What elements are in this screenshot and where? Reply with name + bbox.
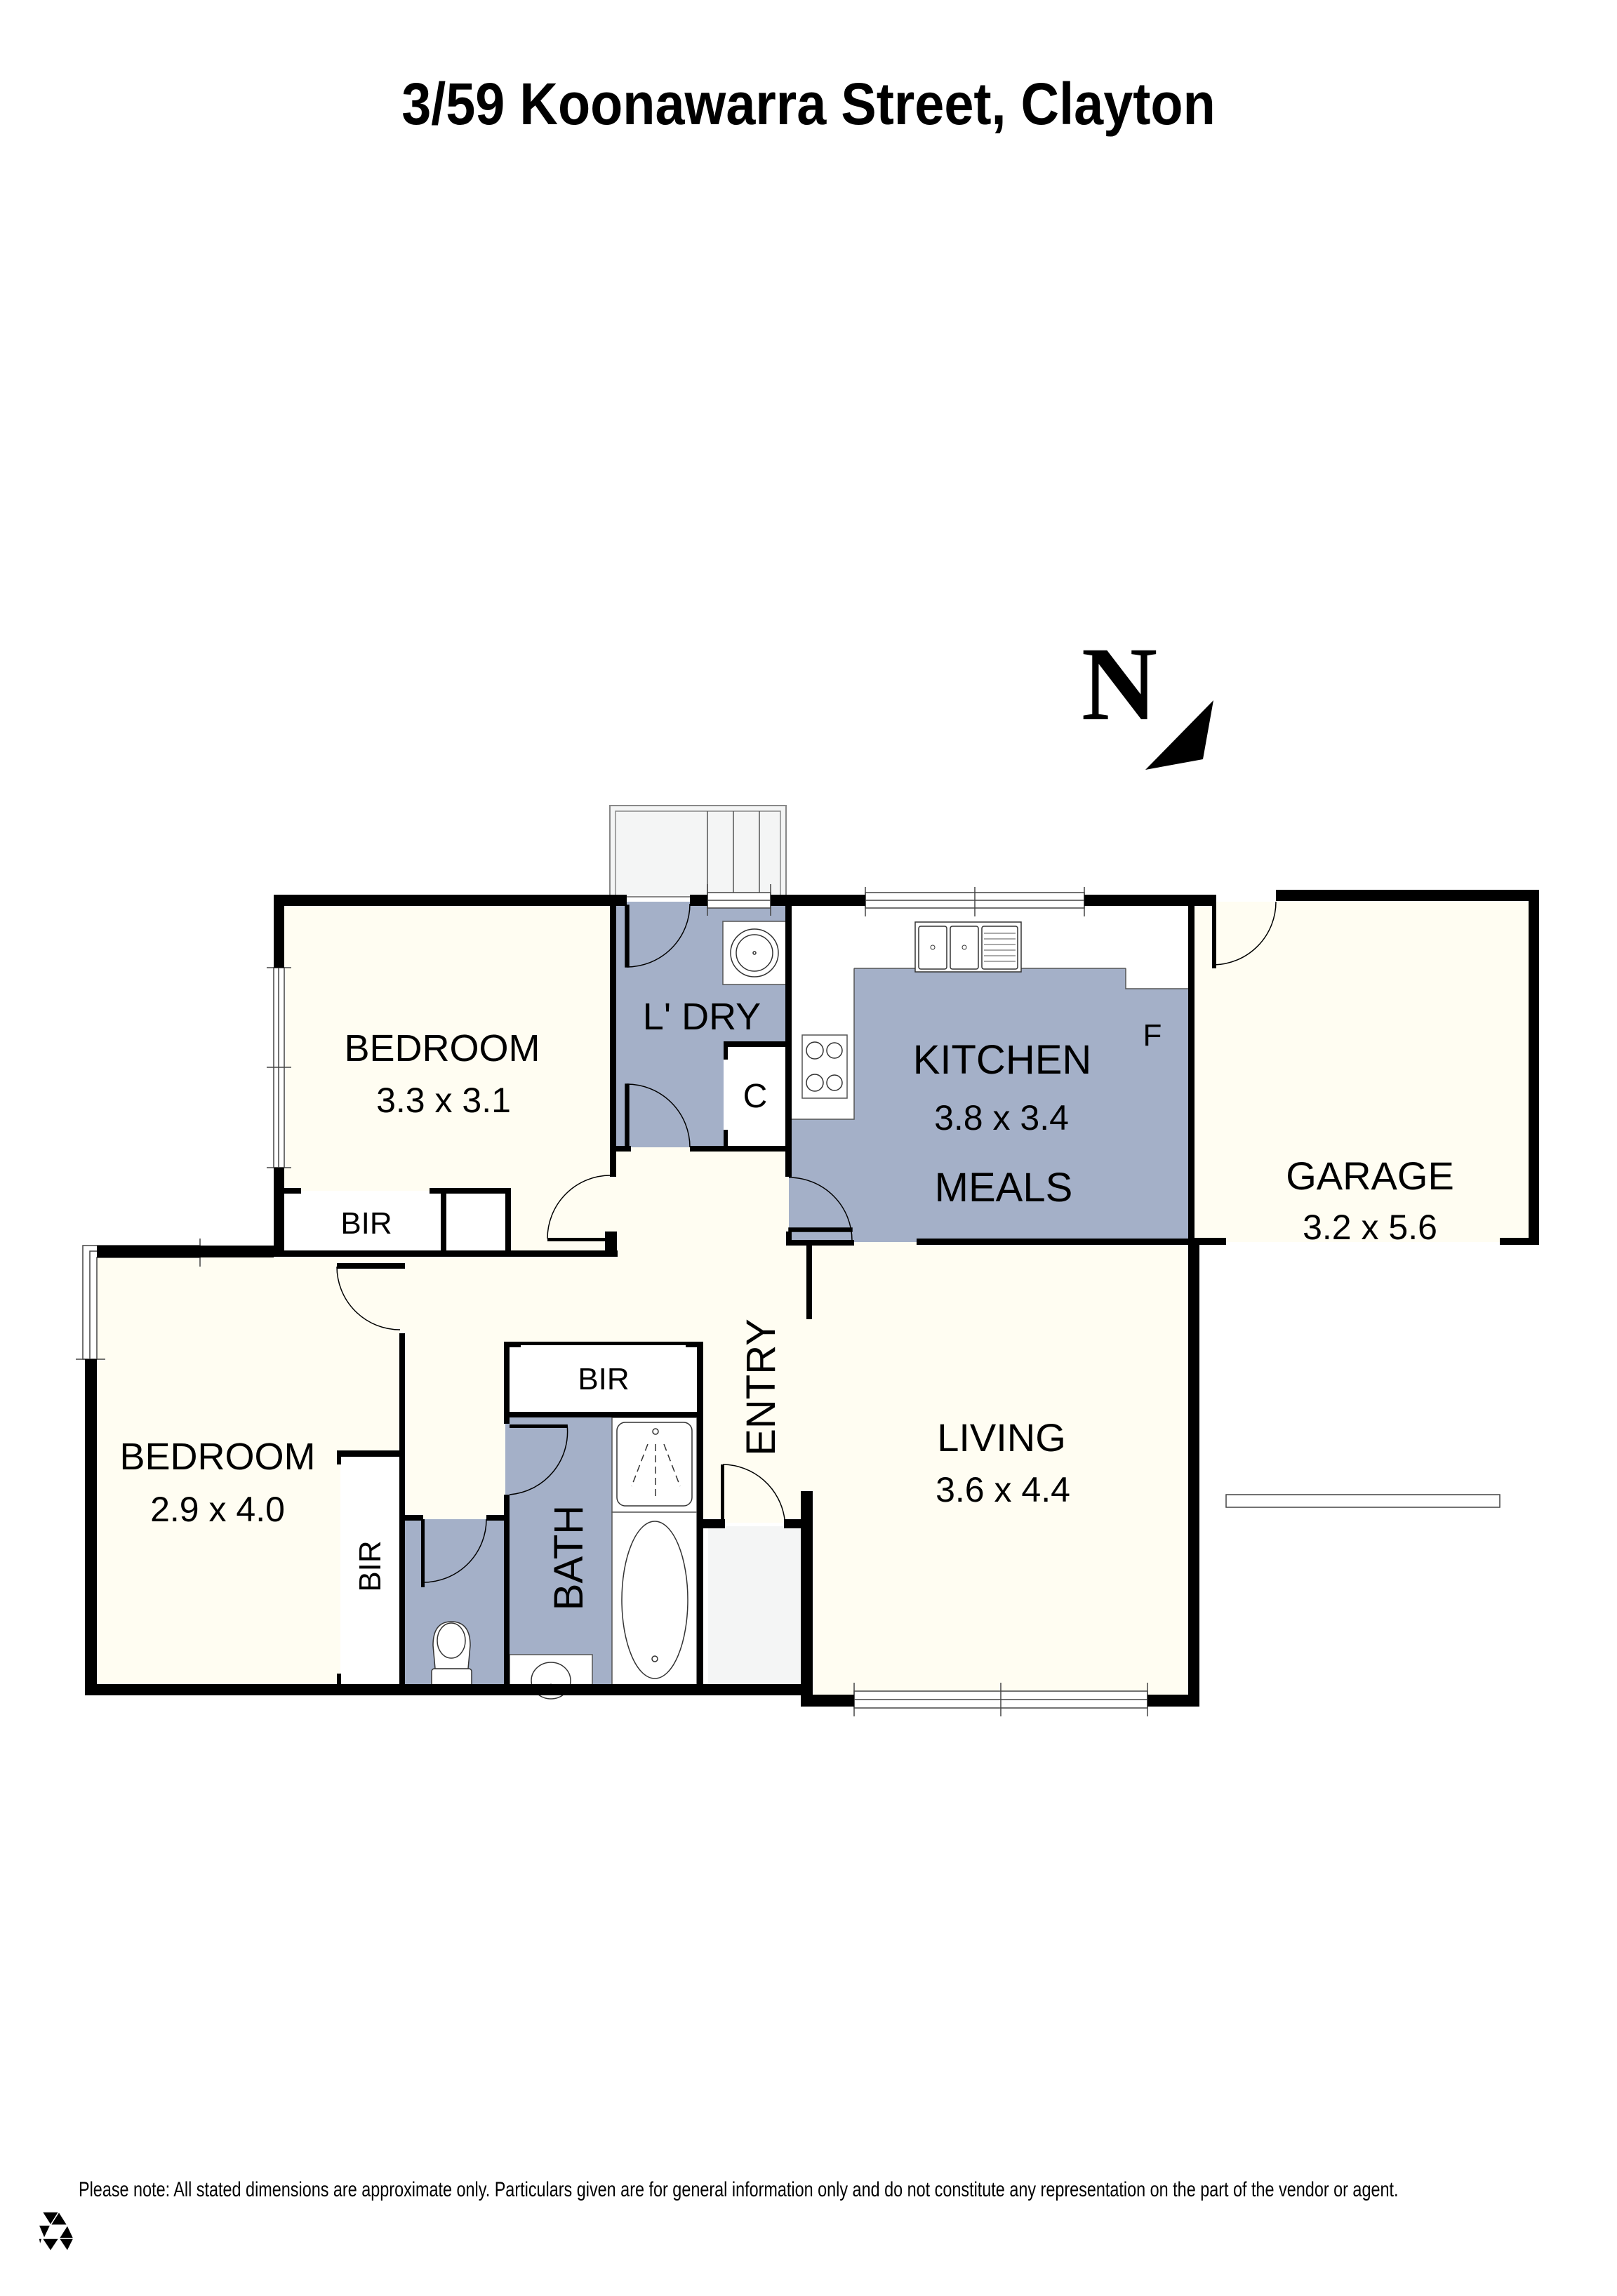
bedroom1-size: 3.3 x 3.1 bbox=[376, 1081, 511, 1120]
room-labels: BEDROOM 3.3 x 3.1 BIR L' DRY C KITCHEN 3… bbox=[119, 996, 1453, 1610]
linen-cupboard bbox=[444, 1191, 511, 1253]
living-size: 3.6 x 4.4 bbox=[936, 1470, 1070, 1509]
garage-floor bbox=[1193, 902, 1533, 1242]
entry-porch bbox=[708, 1526, 803, 1695]
bedroom2-label: BEDROOM bbox=[119, 1436, 315, 1478]
living-floor bbox=[811, 1242, 1193, 1698]
bedroom1-label: BEDROOM bbox=[344, 1027, 540, 1069]
living-label: LIVING bbox=[937, 1415, 1066, 1460]
bedroom2-size: 2.9 x 4.0 bbox=[150, 1490, 285, 1529]
entry-floor bbox=[698, 1242, 811, 1523]
walls bbox=[85, 890, 1539, 1707]
kitchen-sink-icon bbox=[914, 921, 1022, 973]
bedroom2-bir-area bbox=[340, 1457, 400, 1688]
bedroom1-bir-area bbox=[284, 1191, 444, 1253]
cupboard-label: C bbox=[743, 1078, 768, 1115]
entry-label: ENTRY bbox=[738, 1319, 784, 1456]
kitchen-size: 3.8 x 3.4 bbox=[934, 1098, 1069, 1137]
door-swings bbox=[336, 901, 1277, 1583]
laundry-porch bbox=[609, 805, 787, 897]
svg-text:N: N bbox=[1082, 626, 1157, 742]
bedroom2-bir-label: BIR bbox=[353, 1540, 387, 1591]
triangle-logo-icon bbox=[37, 2210, 75, 2252]
hall-bir-label: BIR bbox=[578, 1362, 629, 1396]
bath-label: BATH bbox=[546, 1505, 592, 1610]
meals-label: MEALS bbox=[935, 1165, 1073, 1210]
hall-floor-2 bbox=[404, 1249, 505, 1519]
cooktop-icon bbox=[801, 1034, 848, 1099]
laundry-label: L' DRY bbox=[643, 996, 761, 1038]
garage-label: GARAGE bbox=[1286, 1154, 1454, 1198]
vanity bbox=[509, 1654, 593, 1688]
kitchen-bench bbox=[789, 904, 1188, 1119]
hall-bir-area bbox=[509, 1345, 698, 1414]
north-arrow-icon: N bbox=[1082, 626, 1213, 770]
bedroom1-bir-label: BIR bbox=[340, 1206, 392, 1241]
fridge-label: F bbox=[1143, 1018, 1162, 1053]
kitchen-label: KITCHEN bbox=[913, 1037, 1092, 1083]
laundry-cupboard bbox=[724, 1041, 787, 1148]
disclaimer-text: Please note: All stated dimensions are a… bbox=[79, 2178, 1399, 2201]
toilet-icon bbox=[431, 1621, 472, 1688]
garage-size: 3.2 x 5.6 bbox=[1303, 1208, 1437, 1247]
laundry-trough bbox=[722, 921, 787, 985]
page-title: 3/59 Koonawarra Street, Clayton bbox=[401, 71, 1216, 137]
